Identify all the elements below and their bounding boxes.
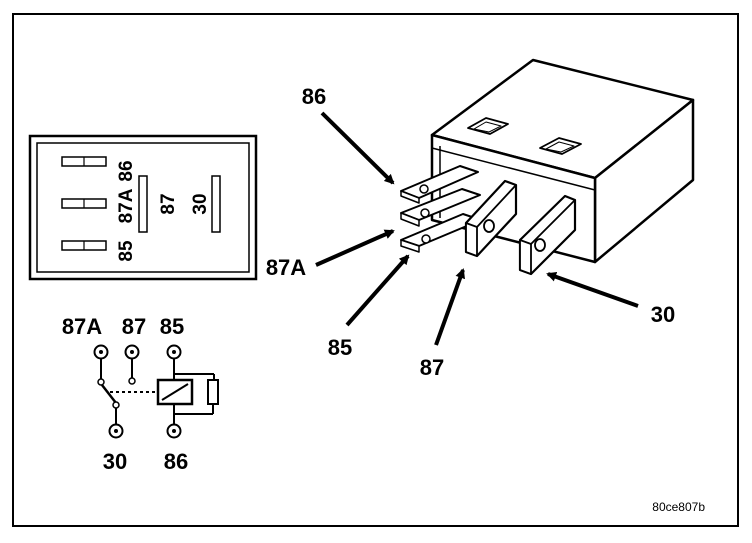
schematic-label-87: 87 <box>122 314 146 339</box>
pinout-label-85: 85 <box>116 240 137 262</box>
callout-label-86: 86 <box>302 84 326 109</box>
pinout-terminal-30 <box>211 175 221 233</box>
schematic-label-87a: 87A <box>62 314 102 339</box>
pinout-inner-box <box>36 142 250 273</box>
schematic-label-30: 30 <box>103 449 127 474</box>
pinout-terminal-87 <box>138 175 148 233</box>
callout-label-87a: 87A <box>266 255 306 280</box>
callout-arrows <box>315 111 639 346</box>
relay-terminals <box>400 165 577 276</box>
arrow-30 <box>546 271 639 308</box>
pinout-label-87a: 87A <box>116 188 137 223</box>
schematic-label-85: 85 <box>160 314 184 339</box>
pinout-label-87: 87 <box>158 193 179 214</box>
callout-label-85: 85 <box>328 335 352 360</box>
arrow-86 <box>320 111 395 185</box>
figure-code: 80ce807b <box>652 500 705 514</box>
pinout-view: 86 87A 85 87 30 <box>28 134 258 281</box>
arrow-87 <box>434 268 465 346</box>
pinout-outer-box <box>28 134 258 281</box>
arrow-85 <box>345 254 410 327</box>
figure-border <box>12 13 739 527</box>
pinout-label-30: 30 <box>190 193 211 214</box>
pinout-label-86: 86 <box>116 160 137 181</box>
relay-schematic: 87A 87 85 <box>62 314 219 474</box>
schematic-label-86: 86 <box>164 449 188 474</box>
callout-label-30: 30 <box>651 302 675 327</box>
arrow-87a <box>315 229 395 267</box>
callout-label-87: 87 <box>420 355 444 380</box>
schematic-resistor <box>207 379 219 405</box>
schematic-switch-arm <box>101 384 117 404</box>
